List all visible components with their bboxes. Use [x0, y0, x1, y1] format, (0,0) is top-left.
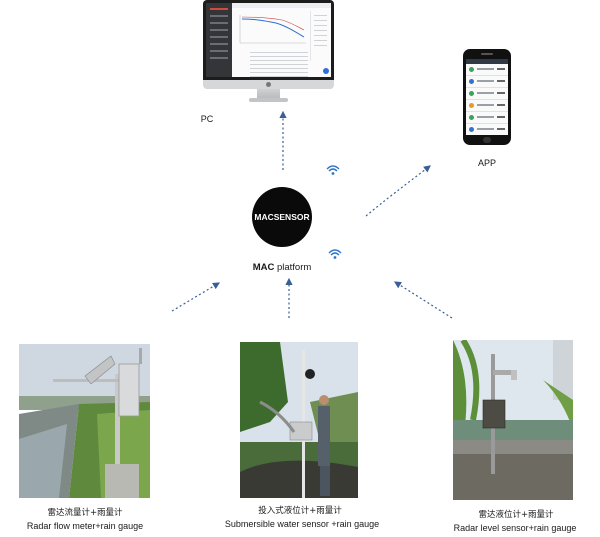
monitor-icon — [203, 0, 334, 80]
platform-prefix: MAC — [252, 262, 275, 273]
submersible-sensor-photo — [240, 342, 358, 498]
platform-suffix: platform — [274, 262, 312, 273]
device-3-label-en: Radar level sensor+rain gauge — [453, 523, 577, 533]
radar-flow-meter-photo — [19, 344, 150, 498]
device-3-label-cn: 雷达液位计+雨量计 — [478, 510, 554, 520]
pc-screen — [206, 3, 331, 77]
app-screen — [466, 59, 508, 135]
arrow-hub-to-app — [365, 165, 431, 217]
arrow-device1-to-hub — [171, 282, 221, 312]
device-1-label-en: Radar flow meter+rain gauge — [26, 521, 144, 531]
pc-label: PC — [200, 114, 214, 124]
device-2-label-cn: 投入式液位计+雨量计 — [258, 506, 342, 516]
radar-level-sensor-photo — [453, 340, 573, 500]
macsensor-hub: MACSENSOR — [252, 187, 312, 247]
wifi-icon — [328, 249, 342, 259]
device-1-label-cn: 雷达流量计+雨量计 — [47, 508, 123, 518]
smartphone-icon — [463, 49, 511, 145]
device-2-label-en: Submersible water sensor +rain gauge — [224, 519, 380, 529]
platform-label: MAC platform — [230, 262, 334, 273]
app-label: APP — [477, 158, 496, 168]
wifi-icon — [326, 165, 340, 175]
arrow-device3-to-hub — [393, 281, 453, 319]
pc-screen-chart — [239, 15, 306, 44]
pc-monitor — [203, 0, 334, 104]
